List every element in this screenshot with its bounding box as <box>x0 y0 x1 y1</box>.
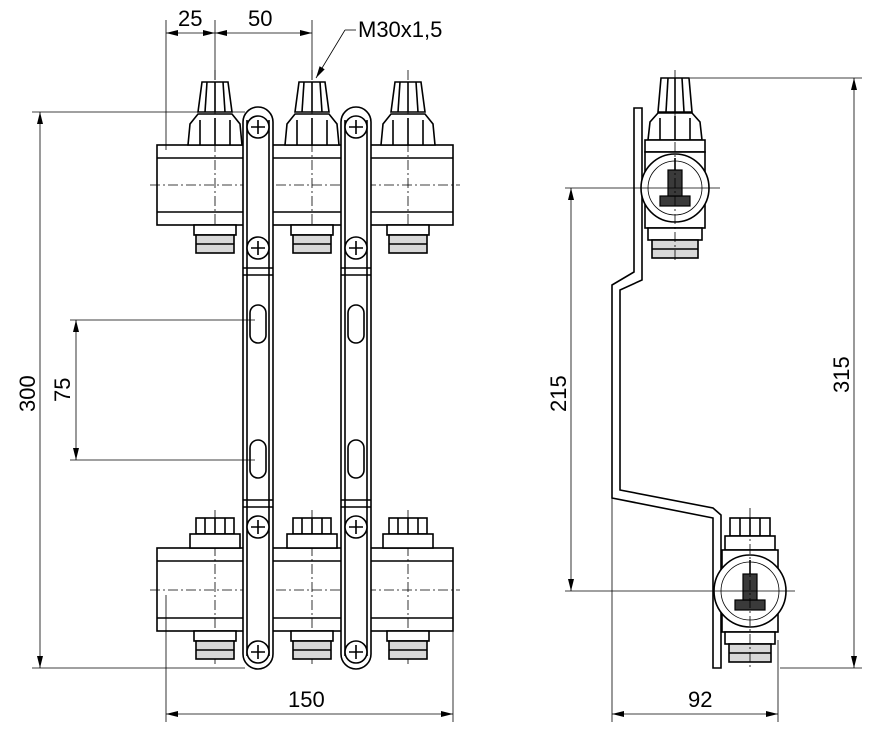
dim-75-label: 75 <box>50 378 75 402</box>
top-outlets <box>193 224 430 254</box>
dim-150-label: 150 <box>288 687 325 712</box>
top-valve-caps <box>187 81 436 146</box>
front-view <box>150 70 460 670</box>
valve-cap <box>380 81 436 146</box>
dim-50-label: 50 <box>248 6 272 31</box>
bottom-upper-fittings <box>189 517 434 549</box>
front-dimensions: 25 50 M30x1,5 300 75 150 <box>15 6 454 722</box>
thread-label: M30x1,5 <box>358 17 442 42</box>
side-dimensions: 215 315 92 <box>546 77 862 722</box>
dim-25-label: 25 <box>178 6 202 31</box>
dim-215-label: 215 <box>546 375 571 412</box>
mounting-bracket-right <box>340 106 372 670</box>
side-bottom-fitting <box>724 517 776 551</box>
valve-cap <box>284 81 340 146</box>
dim-315-label: 315 <box>829 356 854 393</box>
bottom-outlets <box>193 630 430 660</box>
dim-300-label: 300 <box>15 375 40 412</box>
dim-92-label: 92 <box>688 687 712 712</box>
mounting-bracket-left <box>242 106 274 670</box>
side-view <box>611 70 787 669</box>
screws <box>246 115 368 664</box>
valve-cap <box>187 81 243 146</box>
